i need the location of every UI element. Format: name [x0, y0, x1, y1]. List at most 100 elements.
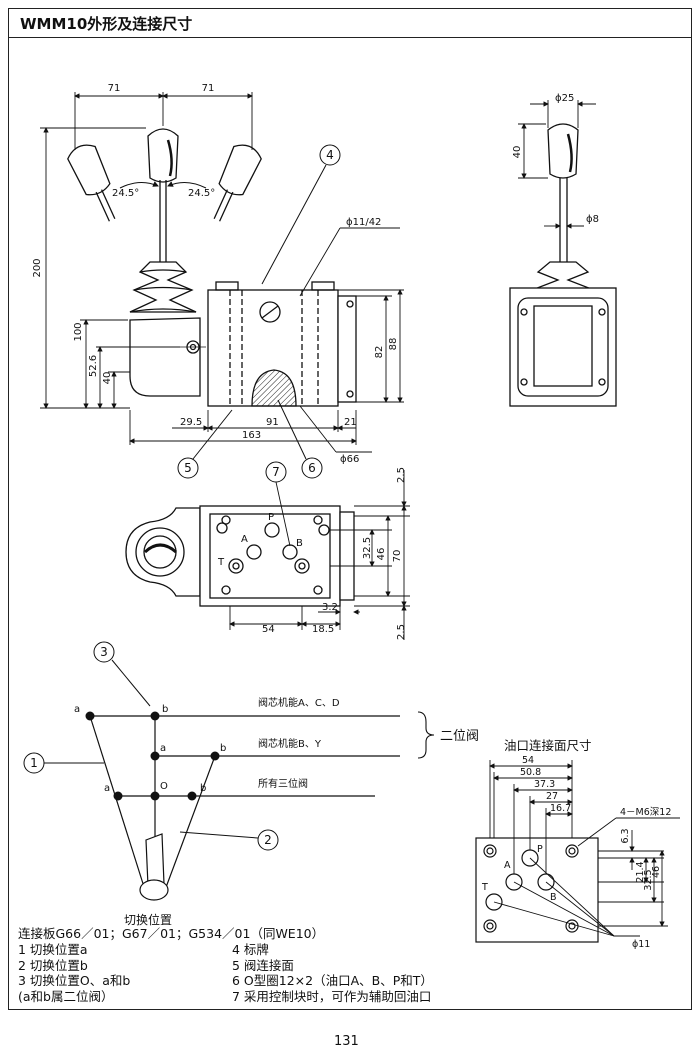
side-dim-40: 40 [512, 146, 523, 159]
dim-71-left: 71 [108, 83, 121, 94]
point-a-row2: a [160, 743, 166, 754]
top-view [125, 505, 355, 607]
top-port-a: A [241, 534, 248, 545]
dim-100: 100 [73, 322, 84, 341]
callout-7: 7 [272, 465, 280, 479]
top-view-dimensions [229, 470, 410, 640]
front-view [67, 128, 357, 407]
top-dim-70: 70 [392, 550, 403, 563]
top-port-t: T [217, 557, 225, 568]
callout-6: 6 [308, 461, 316, 475]
dim-91: 91 [266, 417, 279, 428]
front-view-callouts [177, 144, 341, 479]
top-dim-2-5-bottom: 2.5 [396, 624, 407, 640]
point-b-row1: b [162, 704, 168, 715]
nameplate-screw [259, 301, 281, 323]
angle-left-label: 24.5° [112, 188, 139, 199]
right-handle-position [213, 144, 262, 222]
point-a-row1: a [74, 704, 80, 715]
switch-position-diagram [44, 659, 435, 901]
switch-points [85, 711, 220, 801]
callout-4: 4 [326, 148, 334, 162]
top-dim-46: 46 [376, 548, 387, 561]
top-dim-54: 54 [262, 624, 275, 635]
point-a-row3: a [104, 783, 110, 794]
row-label-2: 阀芯机能B、Y [258, 737, 322, 750]
center-handle-knob [147, 128, 179, 183]
dim-52-6: 52.6 [88, 355, 99, 377]
dim-163: 163 [242, 430, 261, 441]
port-face [475, 837, 640, 943]
legend-item-6: 6 O型圈12×2（油口A、B、P和T） [232, 973, 433, 988]
legend-line-0: 连接板G66／01；G67／01；G534／01（同WE10） [18, 926, 325, 941]
pf-dim-16-7: 16.7 [550, 803, 571, 814]
front-view-dimensions [40, 92, 404, 453]
top-dim-2-5-top: 2.5 [396, 467, 407, 483]
dim-82: 82 [374, 346, 385, 359]
angle-right-label: 24.5° [188, 188, 215, 199]
pf-port-t: T [481, 882, 488, 893]
callout-7-circle [265, 461, 287, 483]
end-cap [337, 295, 357, 403]
dim-phi-11-42: ϕ11/42 [346, 217, 381, 228]
pf-dim-phi-11: ϕ11 [632, 939, 650, 950]
dim-71-right: 71 [202, 83, 215, 94]
point-b-row2: b [220, 743, 226, 754]
legend-item-4: 4 标牌 [232, 942, 269, 957]
callout-5: 5 [184, 461, 192, 475]
dim-phi-66: ϕ66 [340, 454, 359, 465]
top-port-b: B [296, 538, 303, 549]
pf-dim-46: 46 [651, 866, 662, 878]
dim-200: 200 [32, 258, 43, 277]
callout-3: 3 [100, 645, 108, 659]
top-handle-block [125, 507, 201, 597]
pf-dim-32-5: 32.5 [643, 869, 654, 890]
handle-housing [129, 317, 201, 397]
row-label-1: 阀芯机能A、C、D [258, 696, 340, 709]
switch-caption: 切换位置 [124, 912, 172, 927]
legend-item-5: 5 阀连接面 [232, 957, 294, 973]
top-dim-3-2: 3.2 [322, 602, 338, 613]
pf-port-p: P [537, 844, 543, 855]
pf-port-b: B [550, 892, 557, 903]
legend-item-3: 3 切换位置O、a和b [18, 973, 131, 988]
side-view [509, 123, 617, 407]
two-position-valve-label: 二位阀 [440, 729, 479, 744]
top-dim-32-5: 32.5 [362, 537, 373, 559]
left-handle-position [67, 144, 116, 222]
legend-item-7: 7 采用控制块时，可作为辅助回油口 [232, 988, 432, 1004]
top-port-p: P [268, 512, 274, 523]
side-view-dimensions [518, 100, 596, 229]
legend-right: 4 标牌 5 阀连接面 6 O型圈12×2（油口A、B、P和T） 7 采用控制块… [232, 942, 433, 1004]
pf-thread-label: 4－M6深12 [620, 807, 671, 818]
pf-dim-54: 54 [522, 755, 534, 766]
port-face-dimensions [489, 760, 680, 927]
pf-dim-6-3: 6.3 [620, 828, 631, 843]
side-dim-phi-25: ϕ25 [555, 93, 574, 104]
point-o-row3: O [160, 781, 168, 792]
legend-item-2: 2 切换位置b [18, 957, 88, 973]
dim-88: 88 [388, 338, 399, 351]
side-dim-phi-8: ϕ8 [586, 214, 599, 225]
legend-item-1: 1 切换位置a [18, 942, 88, 957]
dim-29-5: 29.5 [180, 417, 202, 428]
dim-40: 40 [102, 372, 113, 385]
dim-21: 21 [344, 417, 357, 428]
page-title: WMM10外形及连接尺寸 [20, 15, 193, 33]
port-face-title: 油口连接面尺寸 [504, 738, 592, 753]
pf-dim-37-3: 37.3 [534, 779, 555, 790]
page-frame [8, 8, 692, 1010]
page-number: 131 [334, 1034, 359, 1049]
pf-dim-27: 27 [546, 791, 558, 802]
callout-2: 2 [264, 833, 272, 847]
top-dim-18-5: 18.5 [312, 624, 334, 635]
row-label-3: 所有三位阀 [258, 777, 308, 790]
legend-item-3-note: (a和b属二位阀） [18, 988, 114, 1004]
pf-dim-50-8: 50.8 [520, 767, 541, 778]
pf-port-a: A [504, 860, 511, 871]
pf-dim-21-4: 21.4 [635, 861, 646, 882]
point-b-row3: b [200, 783, 206, 794]
section-cut [251, 369, 297, 407]
legend-left: 1 切换位置a 2 切换位置b 3 切换位置O、a和b (a和b属二位阀） [18, 942, 130, 1004]
